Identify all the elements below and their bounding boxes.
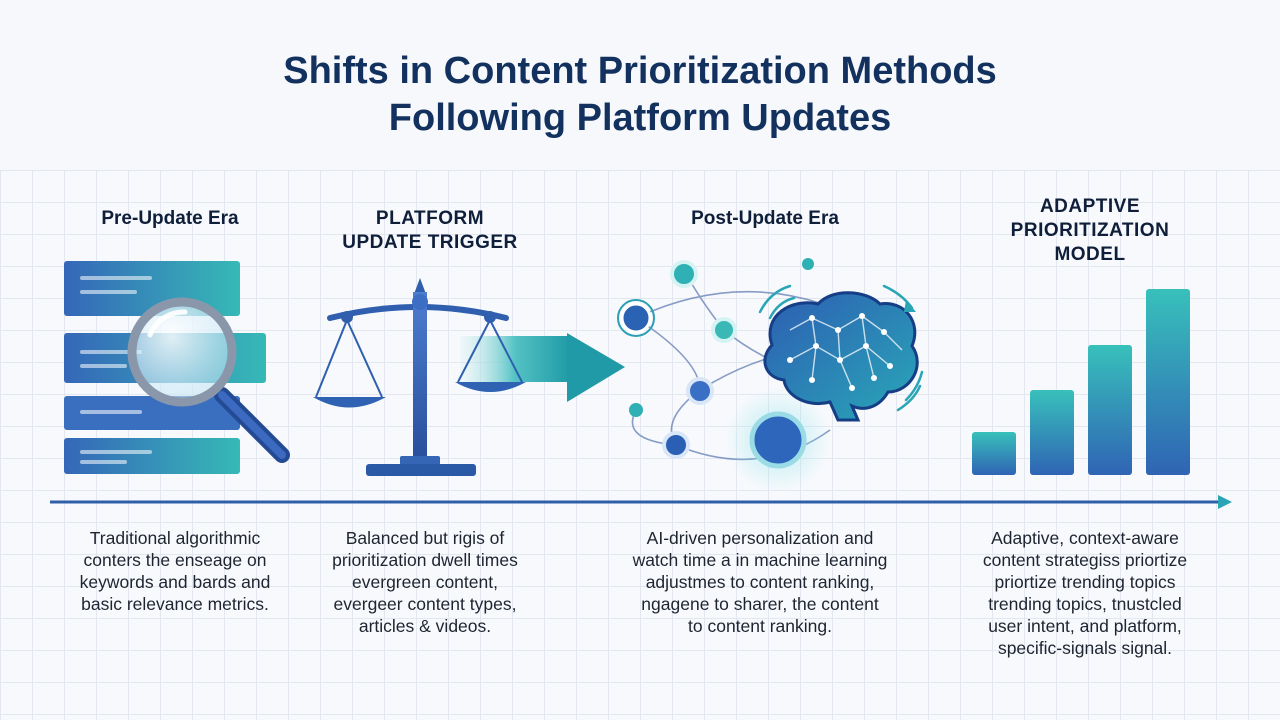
- magnifier-lens: [127, 297, 237, 407]
- network-node: [802, 258, 814, 270]
- description-line: Balanced but rigis of: [345, 528, 505, 548]
- stage-3-heading-line: Post-Update Era: [691, 208, 839, 229]
- timeline-arrowhead: [1218, 495, 1232, 509]
- scale-base: [366, 464, 476, 476]
- network-node: [711, 317, 737, 343]
- description-line: AI-driven personalization and: [646, 528, 874, 548]
- brain-shape: [763, 291, 919, 422]
- stage-1-heading-line: Pre-Update Era: [101, 208, 239, 229]
- description-line: Adaptive, context-aware: [991, 528, 1179, 548]
- scale-pan-right: [455, 382, 526, 392]
- description-line: content strategiss priortize: [982, 550, 1188, 570]
- title-line-1: Shifts in Content Prioritization Methods: [283, 50, 997, 92]
- stage-3-description: AI-driven personalization and watch time…: [600, 527, 920, 637]
- description-line: basic relevance metrics.: [81, 594, 269, 614]
- description-line: prioritization dwell times: [332, 550, 518, 570]
- scale-pan-left: [313, 397, 386, 408]
- description-line: adjustmes to content ranking,: [645, 572, 875, 592]
- stage-4-heading-line-1: ADAPTIVE: [1039, 196, 1141, 217]
- magnifier-over-list-icon: [64, 261, 290, 474]
- description-line: keywords and bards and: [79, 572, 271, 592]
- rising-bar-3: [1088, 345, 1132, 475]
- network-node: [620, 302, 652, 334]
- list-card-4: [64, 438, 240, 474]
- transition-arrow-shaft: [460, 336, 570, 382]
- description-line: user intent, and platform,: [988, 616, 1182, 636]
- description-line: trending topics, tnustcled: [988, 594, 1182, 614]
- stage-1-heading: Pre-Update Era: [60, 207, 280, 231]
- rising-bar-4: [1146, 289, 1190, 475]
- title-line-2: Following Platform Updates: [388, 97, 892, 139]
- stage-4-heading: ADAPTIVE PRIORITIZATION MODEL: [990, 195, 1190, 267]
- network-node: [670, 260, 698, 288]
- description-line: articles & videos.: [358, 616, 492, 636]
- page-title: Shifts in Content Prioritization Methods…: [0, 48, 1280, 142]
- stage-4-heading-line-2: PRIORITIZATION: [1010, 220, 1170, 241]
- transition-arrow-head: [567, 333, 625, 402]
- description-line: evergreen content,: [352, 572, 498, 592]
- description-line: to content ranking.: [688, 616, 832, 636]
- stage-4-description: Adaptive, context-aware content strategi…: [955, 527, 1215, 659]
- description-line: watch time a in machine learning: [632, 550, 888, 570]
- network-node: [686, 377, 714, 405]
- network-node-large: [749, 411, 807, 469]
- description-line: Traditional algorithmic: [89, 528, 261, 548]
- balance-scale-icon: [313, 278, 625, 476]
- rising-bar-chart-icon: [972, 289, 1190, 475]
- stage-4-heading-line-3: MODEL: [1054, 244, 1126, 265]
- rising-bar-1: [972, 432, 1016, 475]
- stage-2-description: Balanced but rigis of prioritization dwe…: [300, 527, 550, 637]
- network-node: [629, 403, 643, 417]
- description-line: evergeer content types,: [333, 594, 517, 614]
- stage-2-heading-line-1: PLATFORM: [375, 208, 485, 229]
- description-line: priortize trending topics: [994, 572, 1176, 592]
- ai-brain-network-icon: [617, 258, 924, 492]
- network-node: [662, 431, 690, 459]
- stage-2-heading-line-2: UPDATE TRIGGER: [342, 232, 518, 253]
- description-line: ngagene to sharer, the content: [641, 594, 879, 614]
- stage-3-heading: Post-Update Era: [650, 207, 880, 231]
- scale-pillar: [413, 292, 427, 458]
- description-line: specific-signals signal.: [997, 638, 1173, 658]
- stage-1-description: Traditional algorithmic conters the ense…: [40, 527, 310, 615]
- timeline-arrow: [50, 495, 1232, 509]
- description-line: conters the enseage on: [83, 550, 267, 570]
- stage-2-heading: PLATFORM UPDATE TRIGGER: [310, 207, 550, 255]
- rising-bar-2: [1030, 390, 1074, 475]
